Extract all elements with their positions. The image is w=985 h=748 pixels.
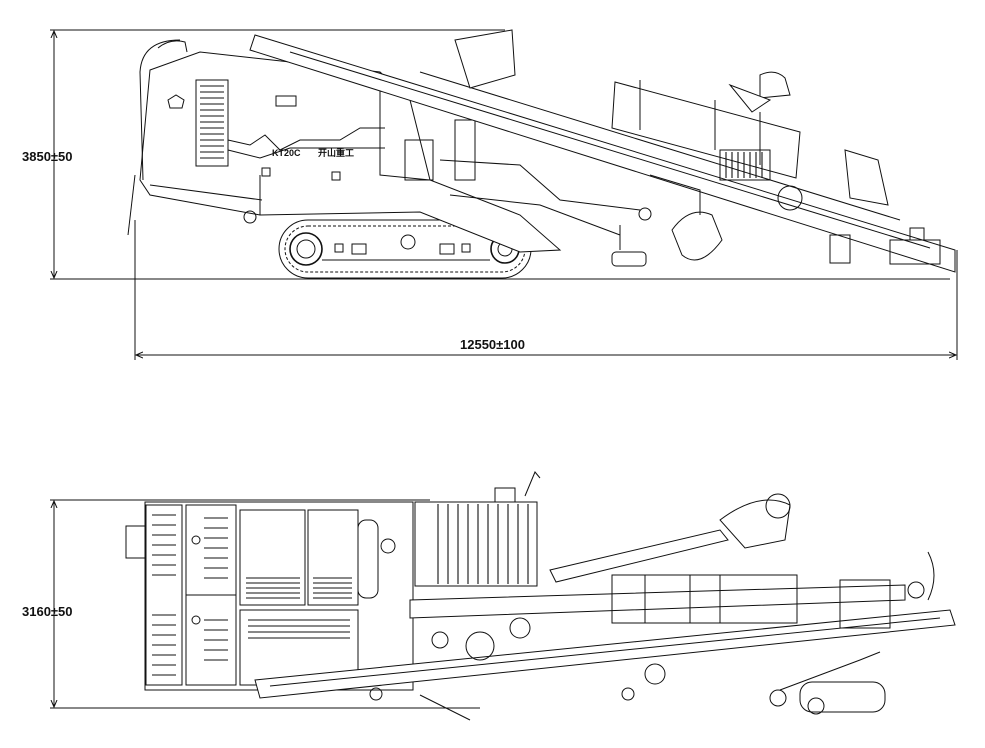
brand-text: 开山重工 — [318, 147, 354, 158]
width-dimension: 3160±50 — [22, 499, 480, 709]
side-view: 3850±50 12550±100 — [22, 29, 958, 360]
machine-body: KT20C 开山重工 — [127, 39, 562, 253]
model-text: KT20C — [272, 148, 301, 158]
drill-boom — [249, 29, 956, 273]
hydraulic-section — [404, 119, 723, 267]
width-dimension-label: 3160±50 — [22, 604, 73, 619]
length-dimension: 12550±100 — [134, 220, 958, 360]
height-dimension: 3850±50 — [22, 29, 950, 280]
crawler-track — [278, 219, 532, 279]
top-frame — [125, 471, 541, 691]
height-dimension-label: 3850±50 — [22, 149, 73, 164]
length-dimension-label: 12550±100 — [460, 337, 525, 352]
top-boom — [254, 493, 956, 721]
top-view: 3160±50 — [22, 471, 956, 721]
